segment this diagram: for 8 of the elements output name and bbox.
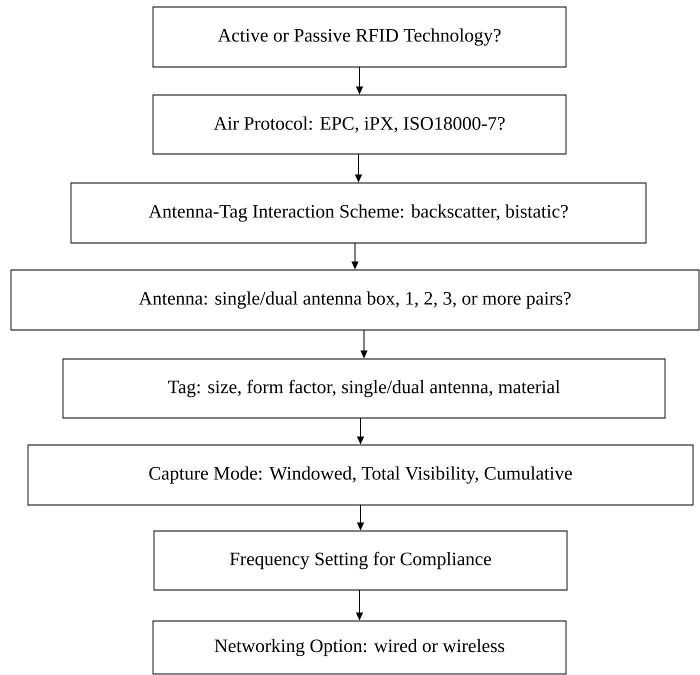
process-box: Tag: size, form factor, single/dual antenna, material [62, 358, 666, 418]
process-box: Antenna: single/dual antenna box, 1, 2, 3, or more pairs? [10, 270, 700, 330]
process-box: Frequency Setting for Compliance [154, 530, 568, 590]
process-box: Air Protocol: EPC, iPX, ISO18000-7? [152, 94, 566, 154]
process-box: Capture Mode: Windowed, Total Visibility, Cumulative [28, 444, 694, 506]
process-box: Networking Option: wired or wireless [152, 620, 566, 674]
process-box: Antenna-Tag Interaction Scheme: backscatter, bistatic? [70, 182, 646, 244]
process-box: Active or Passive RFID Technology? [152, 6, 566, 68]
